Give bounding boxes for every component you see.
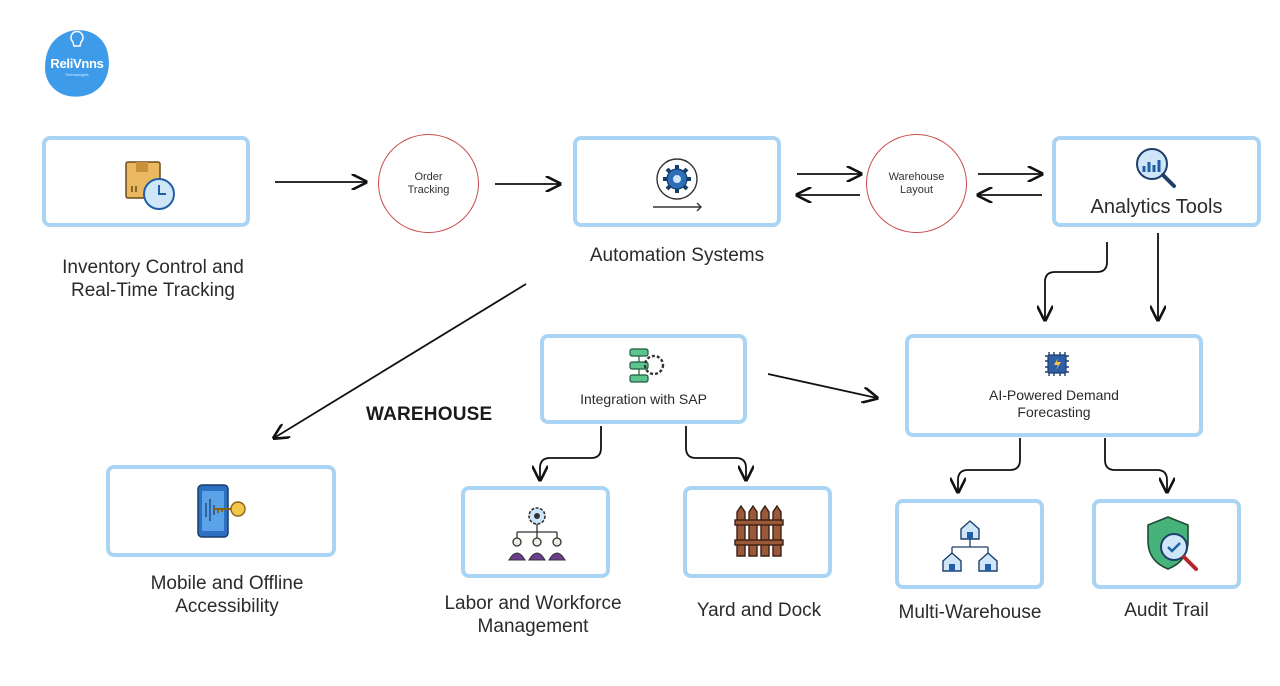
order-tracking-label: Order Tracking [407,170,450,196]
arrow-ai-to-audit [1104,438,1167,492]
arrow-ai-to-multi [958,438,1021,492]
analytics-label: Analytics Tools [1090,196,1223,218]
brand-logo: ReliVnns Technologies [43,28,111,98]
ai-forecasting-label-line1: AI-Powered Demand [989,387,1119,403]
team-gear-icon [508,507,566,561]
mobile-box [106,465,336,557]
magnifier-chart-icon [1136,148,1176,188]
mobile-label: Mobile and Offline Accessibility [106,572,348,618]
yard-box [683,486,832,578]
yard-label: Yard and Dock [696,600,822,621]
labor-box [461,486,610,578]
shield-check-icon [1147,516,1198,571]
warehouse-layout-label: Warehouse Layout [888,170,945,196]
labor-label: Labor and Workforce Management [430,592,636,638]
ai-chip-icon [1045,352,1069,376]
inventory-label: Inventory Control and Real-Time Tracking [42,256,264,302]
mobile-label-line2: Accessibility [175,596,279,617]
arrow-automation-to-mobile [274,283,527,438]
center-title: WAREHOUSE [366,404,493,425]
integration-label: Integration with SAP [580,391,707,407]
arrow-integration-to-labor [540,426,602,480]
houses-network-icon [942,520,998,572]
integration-box: Integration with SAP [540,334,747,424]
ai-forecasting-box: AI-Powered Demand Forecasting [905,334,1203,437]
inventory-label-line2: Real-Time Tracking [70,280,235,301]
gear-cycle-icon [653,158,702,212]
fence-icon [734,504,784,557]
logo-brand-text: ReliVnns [50,56,104,71]
order-tracking-node: Order Tracking [378,134,479,233]
arrow-integration-to-ai [767,373,877,398]
automation-box [573,136,781,227]
labor-label-line1: Labor and Workforce [444,593,622,614]
labor-label-line2: Management [477,616,589,637]
audit-box [1092,499,1241,589]
flowchart-gear-icon [629,348,665,383]
ai-forecasting-label: AI-Powered Demand Forecasting [909,387,1199,421]
ai-forecasting-label-line2: Forecasting [1017,404,1091,420]
audit-label: Audit Trail [1124,600,1209,621]
automation-label: Automation Systems [589,245,765,266]
package-clock-icon [125,161,175,210]
logo-tagline: Technologies [65,72,89,77]
mobile-label-line1: Mobile and Offline [150,573,304,594]
arrow-analytics-to-ai-left [1045,242,1108,320]
analytics-box: Analytics Tools [1052,136,1261,227]
inventory-box [42,136,250,227]
warehouse-layout-node: Warehouse Layout [866,134,967,233]
inventory-label-line1: Inventory Control and [62,257,244,278]
logo-blob-icon [45,30,109,97]
phone-key-icon [197,484,246,538]
multi-warehouse-box [895,499,1044,589]
arrow-integration-to-yard [685,426,746,480]
multi-warehouse-label: Multi-Warehouse [898,602,1042,623]
